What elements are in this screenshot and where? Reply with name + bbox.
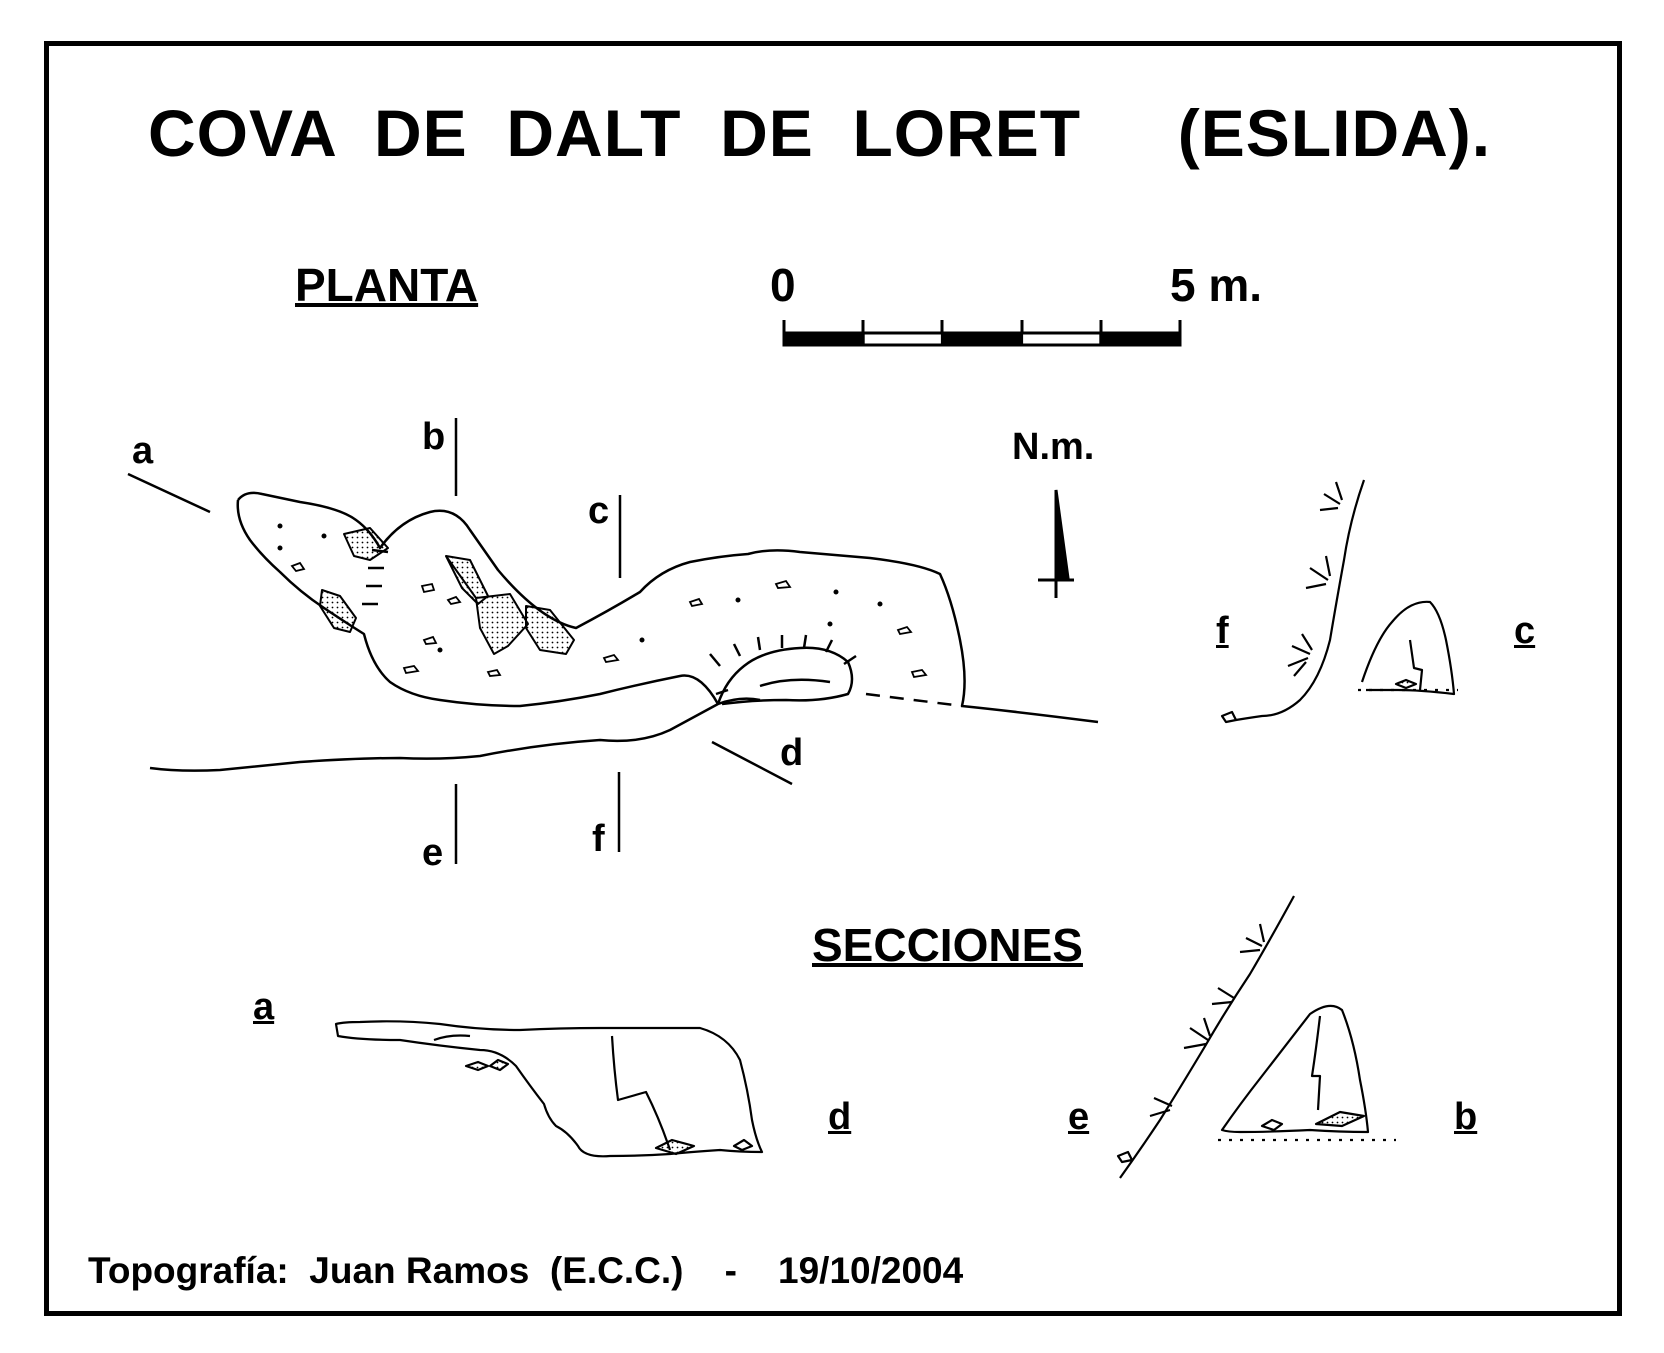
drawing-title: COVA DE DALT DE LORET (ESLIDA). — [148, 96, 1492, 170]
marker-b-label: b — [422, 416, 446, 458]
section-c-label: c — [1514, 610, 1536, 652]
plan-section-cuts — [127, 418, 793, 864]
section-e-label: e — [1068, 1096, 1090, 1138]
scale-end-label: 5 m. — [1170, 259, 1263, 311]
plan-heading: PLANTA — [295, 259, 479, 311]
section-f-c-drawing — [1220, 479, 1458, 724]
section-f-label: f — [1216, 610, 1229, 652]
sections-heading: SECCIONES — [812, 919, 1083, 971]
north-arrow-icon — [1038, 489, 1074, 598]
section-a-d-drawing — [334, 1020, 764, 1158]
marker-a-label: a — [132, 430, 154, 472]
scale-start-label: 0 — [770, 259, 796, 311]
survey-credit: Topografía: Juan Ramos (E.C.C.) - 19/10/… — [88, 1250, 964, 1291]
north-label: N.m. — [1012, 426, 1095, 468]
marker-c-label: c — [588, 490, 610, 532]
drawing-frame — [44, 41, 1622, 1316]
plan-cave-outline — [149, 491, 1099, 772]
scale-bar — [782, 320, 1182, 347]
marker-f-label: f — [592, 818, 605, 860]
marker-d-label: d — [780, 732, 804, 774]
plan-boulders — [319, 527, 575, 655]
section-b-label: b — [1454, 1096, 1478, 1138]
section-a-label: a — [253, 986, 275, 1028]
plan-floor-details — [277, 523, 928, 679]
marker-e-label: e — [422, 832, 444, 874]
section-e-b-drawing — [1116, 895, 1396, 1179]
section-d-label: d — [828, 1096, 852, 1138]
